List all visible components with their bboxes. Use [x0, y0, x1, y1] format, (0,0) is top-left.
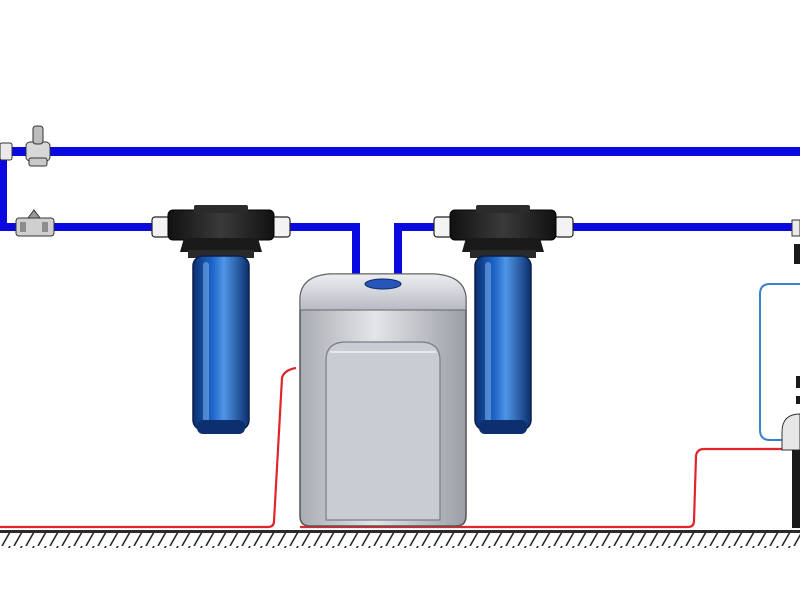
- cartridge-filter-housing-icon[interactable]: [151, 205, 291, 434]
- bypass-valve-icon[interactable]: [0, 125, 51, 167]
- inlet-valve-icon[interactable]: [15, 209, 55, 237]
- riser-pipe: [0, 150, 7, 230]
- outlet-unit-icon[interactable]: [781, 219, 800, 528]
- drain-line: [0, 366, 800, 529]
- bypass-pipe: [0, 147, 800, 156]
- water-softener-cabinet-icon[interactable]: [299, 273, 467, 527]
- supply-pipe: [0, 223, 800, 275]
- cartridge-filter-housing-icon[interactable]: [433, 205, 574, 434]
- floor-line: [0, 530, 800, 548]
- service-loop-line: [759, 283, 800, 441]
